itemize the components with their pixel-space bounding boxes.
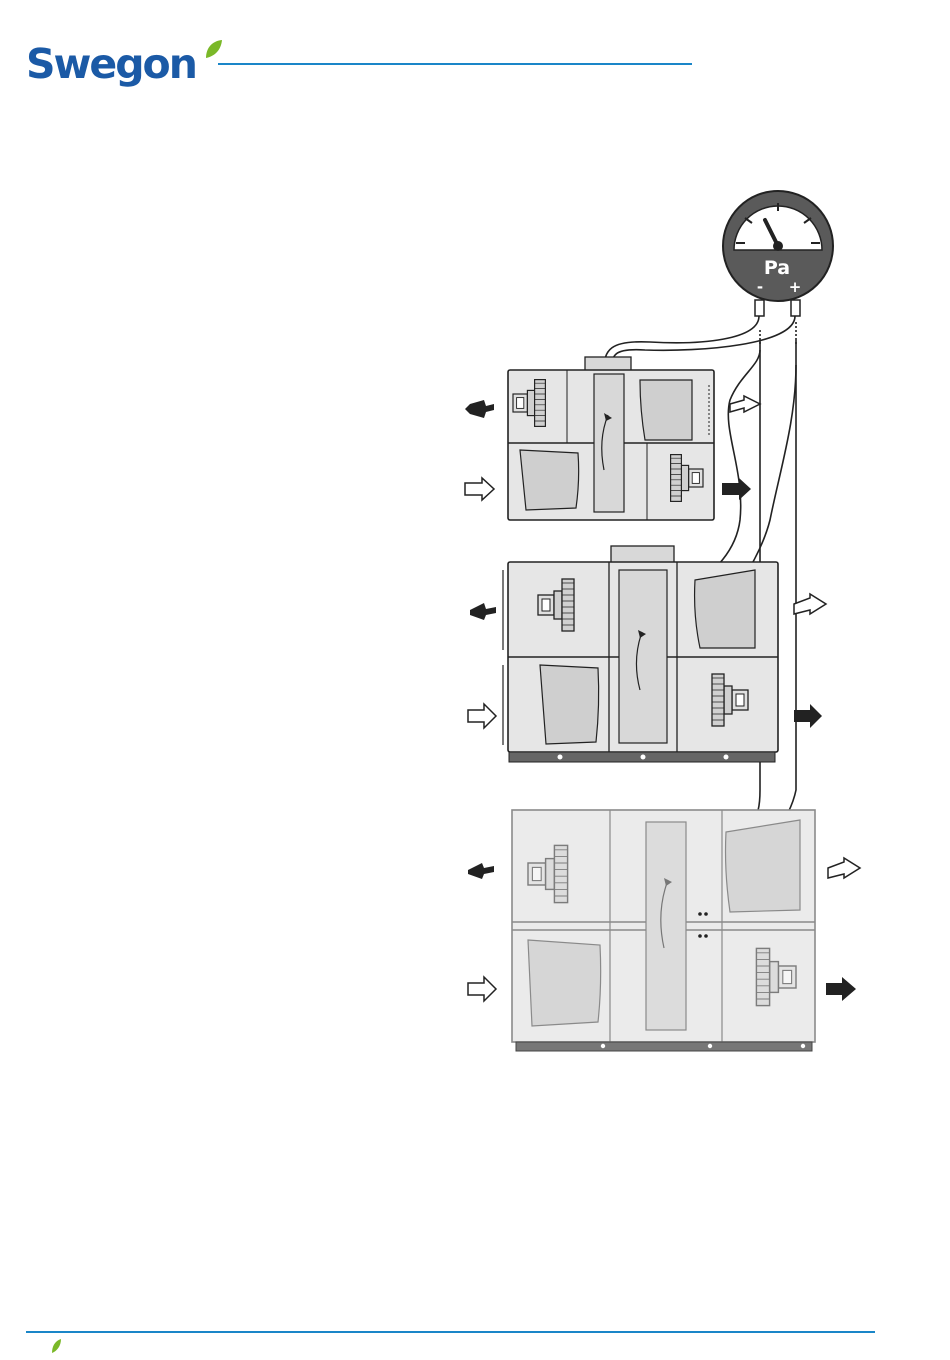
unit-large <box>468 810 860 1051</box>
unit-medium <box>468 546 826 762</box>
unit-small <box>465 357 760 520</box>
leaf-icon <box>50 1338 62 1354</box>
pressure-gauge-icon: Pa - + <box>723 191 833 316</box>
filter-icon <box>640 380 692 440</box>
gauge-plus: + <box>789 278 802 296</box>
gauge-unit: Pa <box>764 257 790 279</box>
footer-rule <box>26 1331 875 1333</box>
airflow-arrow-icon <box>465 400 494 418</box>
gauge-minus: - <box>757 278 763 296</box>
heat-recovery-icon <box>594 374 624 512</box>
